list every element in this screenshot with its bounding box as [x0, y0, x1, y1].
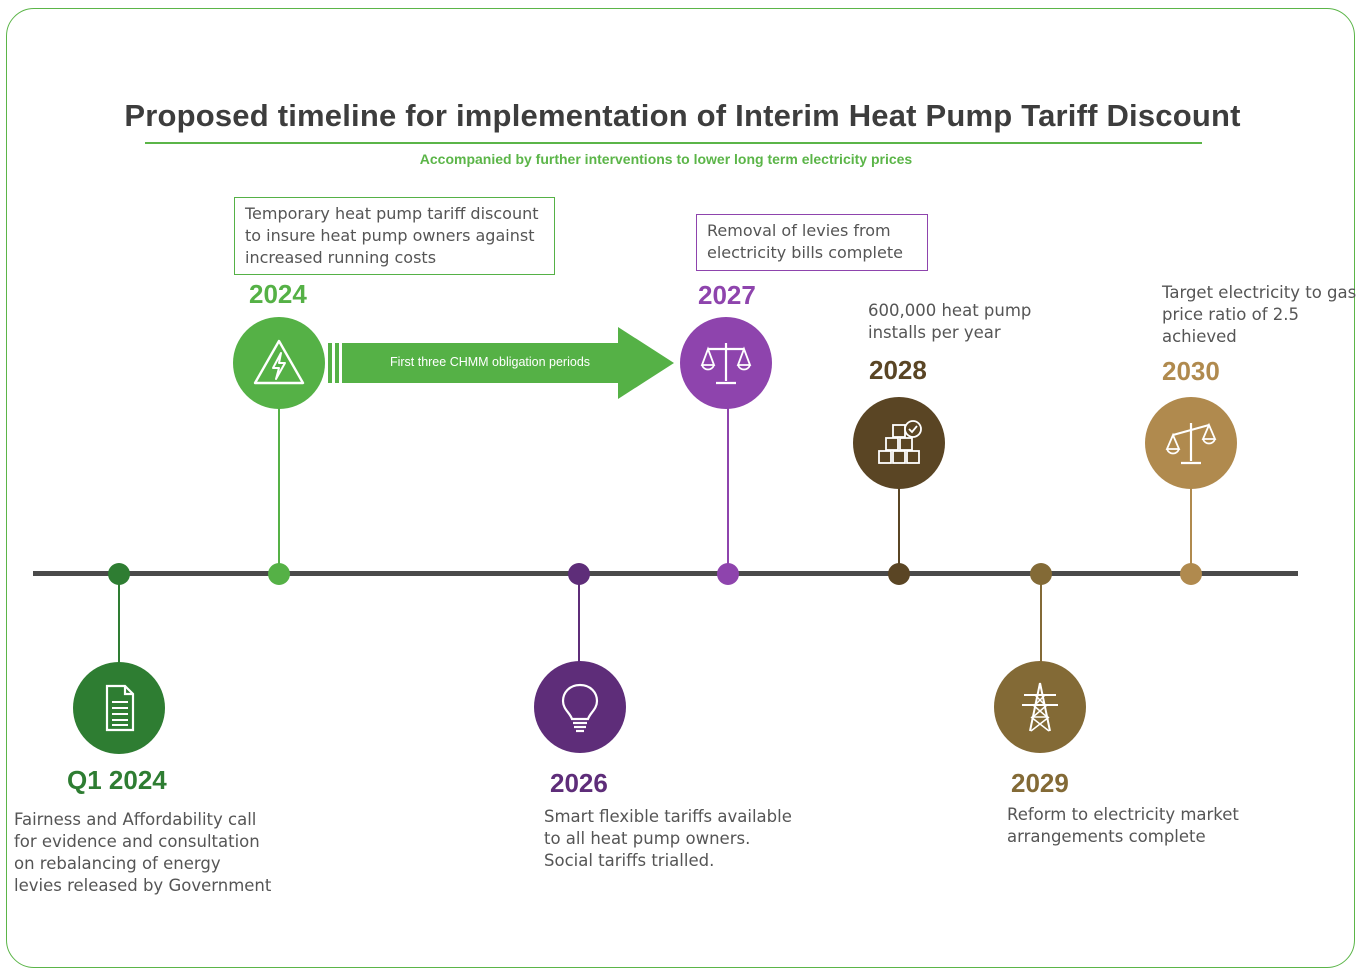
- year-label-q1-2024: Q1 2024: [67, 765, 167, 795]
- arrow-label: First three CHMM obligation periods: [389, 355, 591, 369]
- description-2028: 600,000 heat pump installs per year: [868, 301, 1032, 342]
- milestone-circle-2030: [1145, 397, 1237, 489]
- page-subtitle: Accompanied by further interventions to …: [419, 151, 913, 167]
- milestone-circle-2027: [680, 317, 772, 409]
- year-label-2029: 2029: [1011, 768, 1069, 798]
- milestone-circle-q1-2024: [73, 662, 165, 754]
- stem-2030: [1190, 480, 1192, 570]
- obligation-period-arrow: [328, 327, 674, 399]
- timeline-dot-2028: [888, 563, 910, 585]
- year-label-2030: 2030: [1162, 356, 1220, 386]
- tilted-scales-icon: [1165, 422, 1217, 465]
- page-title: Proposed timeline for implementation of …: [124, 98, 1241, 133]
- year-label-2024: 2024: [249, 279, 307, 309]
- description-box-2024: Temporary heat pump tariff discount to i…: [234, 197, 555, 275]
- description-2026: Smart flexible tariffs available to all …: [544, 807, 792, 870]
- pylon-icon: [1022, 682, 1058, 732]
- description-q1-2024: Fairness and Affordability call for evid…: [14, 810, 272, 895]
- timeline-dot-2029: [1030, 563, 1052, 585]
- timeline-dot-2030: [1180, 563, 1202, 585]
- description-2030: Target electricity to gas price ratio of…: [1162, 283, 1357, 346]
- timeline-dot-q1-2024: [108, 563, 130, 585]
- timeline-dot-2024: [268, 563, 290, 585]
- milestone-circle-2024: [233, 317, 325, 409]
- timeline-dot-2026: [568, 563, 590, 585]
- description-box-2027: Removal of levies from electricity bills…: [696, 214, 928, 271]
- stem-2028: [898, 480, 900, 570]
- milestone-circle-2026: [534, 661, 626, 753]
- milestone-circle-2028: [853, 397, 945, 489]
- timeline-dot-2027: [717, 563, 739, 585]
- description-2029: Reform to electricity market arrangement…: [1007, 805, 1239, 846]
- document-icon: [105, 684, 135, 732]
- lightbulb-icon: [561, 683, 599, 733]
- stem-2029: [1040, 576, 1042, 666]
- timeline-axis: [33, 571, 1298, 576]
- stem-2024: [278, 400, 280, 570]
- electric-hazard-icon: [253, 339, 305, 385]
- milestone-circle-2029: [994, 661, 1086, 753]
- year-label-2028: 2028: [869, 355, 927, 385]
- stem-q1-2024: [118, 576, 120, 666]
- stem-2027: [727, 400, 729, 570]
- year-label-2026: 2026: [550, 768, 608, 798]
- boxes-check-icon: [878, 420, 922, 464]
- title-underline: [145, 142, 1202, 144]
- stem-2026: [578, 576, 580, 666]
- year-label-2027: 2027: [698, 280, 756, 310]
- scales-icon: [700, 343, 752, 385]
